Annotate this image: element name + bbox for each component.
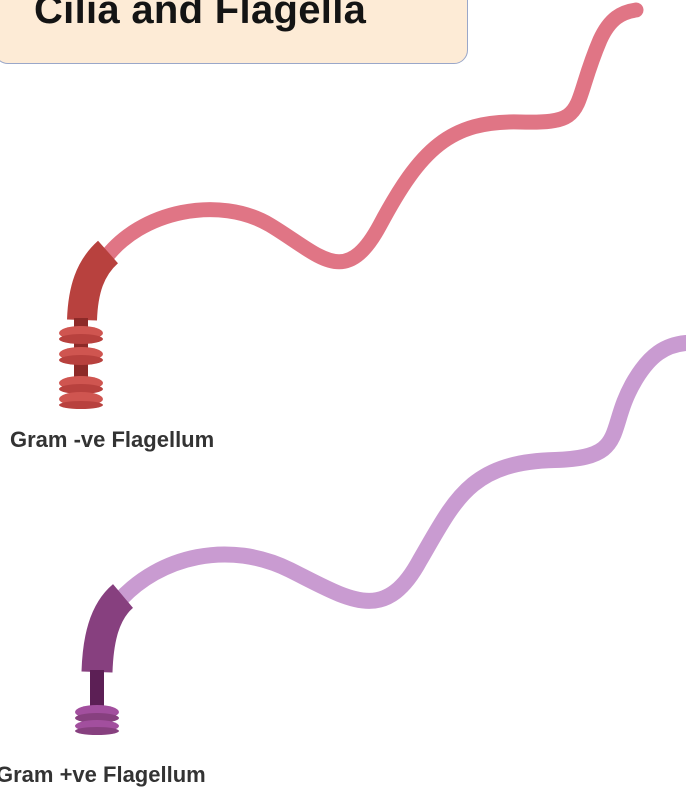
gram-positive-rings <box>75 705 119 735</box>
gram-negative-filament <box>104 10 636 262</box>
gram-positive-hook <box>97 596 123 672</box>
gram-positive-rod <box>90 670 104 710</box>
gram-negative-hook <box>82 252 108 320</box>
gram-negative-flagellum <box>59 10 636 409</box>
gram-negative-label: Gram -ve Flagellum <box>10 427 214 453</box>
gram-positive-label: Gram +ve Flagellum <box>0 762 206 788</box>
gram-positive-flagellum <box>75 343 686 735</box>
gram-positive-filament <box>118 343 686 602</box>
